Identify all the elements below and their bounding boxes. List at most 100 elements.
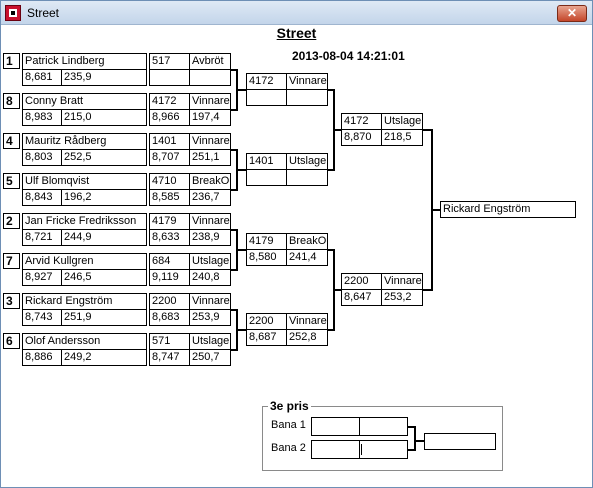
- speed: 196,2: [64, 191, 92, 203]
- app-icon: [5, 5, 21, 21]
- close-button[interactable]: ✕: [557, 5, 587, 22]
- race-result: Utslagen: [287, 154, 327, 170]
- seed-number: 8: [3, 93, 20, 109]
- semifinal-box-1[interactable]: 4172 Utslagen 8,870 218,5: [341, 113, 423, 146]
- race-result: Vinnare: [287, 314, 327, 330]
- race-box[interactable]: 571 Utslagen 8,747 250,7: [149, 333, 231, 366]
- race-time: [247, 170, 287, 186]
- race-box[interactable]: 517 Avbröt: [149, 53, 231, 86]
- driver-name: Ulf Blomqvist: [23, 174, 146, 190]
- speed: 244,9: [64, 231, 92, 243]
- lane1-box[interactable]: [311, 417, 408, 436]
- driver-name: Conny Bratt: [23, 94, 146, 110]
- third-line-c: [414, 426, 416, 451]
- race-speed: 240,8: [192, 271, 220, 283]
- seed-number: 2: [3, 213, 20, 229]
- reaction-time: 8,927: [23, 270, 62, 286]
- race-box[interactable]: 2200 Vinnare 8,683 253,9: [149, 293, 231, 326]
- race-time: 8,966: [150, 110, 190, 126]
- driver-box[interactable]: Olof Andersson 8,886 249,2: [22, 333, 147, 366]
- speed: 249,2: [64, 351, 92, 363]
- race-box[interactable]: 4172 Vinnare 8,966 197,4: [149, 93, 231, 126]
- race-time: 8,580: [247, 250, 287, 266]
- race-time: 8,633: [150, 230, 190, 246]
- seed-number: 3: [3, 293, 20, 309]
- race-time: [150, 70, 190, 86]
- driver-box[interactable]: Jan Fricke Fredriksson 8,721 244,9: [22, 213, 147, 246]
- race-box[interactable]: 1401 Vinnare 8,707 251,1: [149, 133, 231, 166]
- race-time: 8,647: [342, 290, 382, 306]
- third-line-a: [408, 426, 415, 428]
- round2-box-1[interactable]: 4172 Vinnare: [246, 73, 328, 106]
- race-result: Avbröt: [190, 54, 230, 70]
- driver-box[interactable]: Rickard Engström 8,743 251,9: [22, 293, 147, 326]
- reaction-time: 8,681: [23, 70, 62, 86]
- race-speed: 250,7: [192, 351, 220, 363]
- car-number: 684: [150, 254, 190, 270]
- third-line-d: [414, 440, 424, 442]
- round2-box-3[interactable]: 4179 BreakOut 8,580 241,4: [246, 233, 328, 266]
- title-bar[interactable]: Street ✕: [1, 1, 592, 25]
- speed: 215,0: [64, 111, 92, 123]
- round2-box-2[interactable]: 1401 Utslagen: [246, 153, 328, 186]
- race-time: 8,683: [150, 310, 190, 326]
- car-number: 571: [150, 334, 190, 350]
- semifinal-box-2[interactable]: 2200 Vinnare 8,647 253,2: [341, 273, 423, 306]
- race-time: 9,119: [150, 270, 190, 286]
- reaction-time: 8,803: [23, 150, 62, 166]
- car-number: 4179: [150, 214, 190, 230]
- driver-name: Olof Andersson: [23, 334, 146, 350]
- final-winner-name: Rickard Engström: [443, 203, 531, 215]
- lane1-car-number[interactable]: [312, 418, 360, 435]
- lane2-result[interactable]: [360, 441, 407, 458]
- driver-name: Mauritz Rådberg: [23, 134, 146, 150]
- third-place-winner-box[interactable]: [424, 433, 496, 450]
- race-result: Utslagen: [382, 114, 422, 130]
- race-speed: 197,4: [192, 111, 220, 123]
- race-speed: 241,4: [289, 251, 317, 263]
- driver-box[interactable]: Conny Bratt 8,983 215,0: [22, 93, 147, 126]
- driver-box[interactable]: Patrick Lindberg 8,681 235,9: [22, 53, 147, 86]
- lane1-result[interactable]: [360, 418, 407, 435]
- lane2-label: Bana 2: [271, 442, 306, 454]
- seed-number: 1: [3, 53, 20, 69]
- race-box[interactable]: 4710 BreakOut 8,585 236,7: [149, 173, 231, 206]
- speed: 251,9: [64, 311, 92, 323]
- lane2-box[interactable]: [311, 440, 408, 459]
- race-result: Vinnare: [190, 134, 230, 150]
- race-time: 8,707: [150, 150, 190, 166]
- seed-number: 6: [3, 333, 20, 349]
- race-result: Vinnare: [382, 274, 422, 290]
- race-result: Vinnare: [287, 74, 327, 90]
- driver-box[interactable]: Mauritz Rådberg 8,803 252,5: [22, 133, 147, 166]
- car-number: 4710: [150, 174, 190, 190]
- car-number: 1401: [150, 134, 190, 150]
- timestamp: 2013-08-04 14:21:01: [292, 49, 405, 63]
- reaction-time: 8,743: [23, 310, 62, 326]
- driver-box[interactable]: Ulf Blomqvist 8,843 196,2: [22, 173, 147, 206]
- race-result: Utslagen: [190, 334, 230, 350]
- race-speed: [287, 90, 327, 106]
- close-icon: ✕: [566, 6, 578, 20]
- seed-number: 4: [3, 133, 20, 149]
- car-number: 1401: [247, 154, 287, 170]
- round2-box-4[interactable]: 2200 Vinnare 8,687 252,8: [246, 313, 328, 346]
- lane2-car-number[interactable]: [312, 441, 360, 458]
- driver-box[interactable]: Arvid Kullgren 8,927 246,5: [22, 253, 147, 286]
- car-number: 2200: [150, 294, 190, 310]
- race-speed: 252,8: [289, 331, 317, 343]
- race-time: 8,870: [342, 130, 382, 146]
- driver-name: Patrick Lindberg: [23, 54, 146, 70]
- race-speed: 236,7: [192, 191, 220, 203]
- window-title: Street: [27, 6, 60, 20]
- race-result: Vinnare: [190, 94, 230, 110]
- reaction-time: 8,886: [23, 350, 62, 366]
- reaction-time: 8,983: [23, 110, 62, 126]
- race-box[interactable]: 4179 Vinnare 8,633 238,9: [149, 213, 231, 246]
- final-winner-box[interactable]: Rickard Engström: [440, 201, 576, 218]
- car-number: 4179: [247, 234, 287, 250]
- race-box[interactable]: 684 Utslagen 9,119 240,8: [149, 253, 231, 286]
- race-time: [247, 90, 287, 106]
- driver-name: Rickard Engström: [23, 294, 146, 310]
- seed-number: 7: [3, 253, 20, 269]
